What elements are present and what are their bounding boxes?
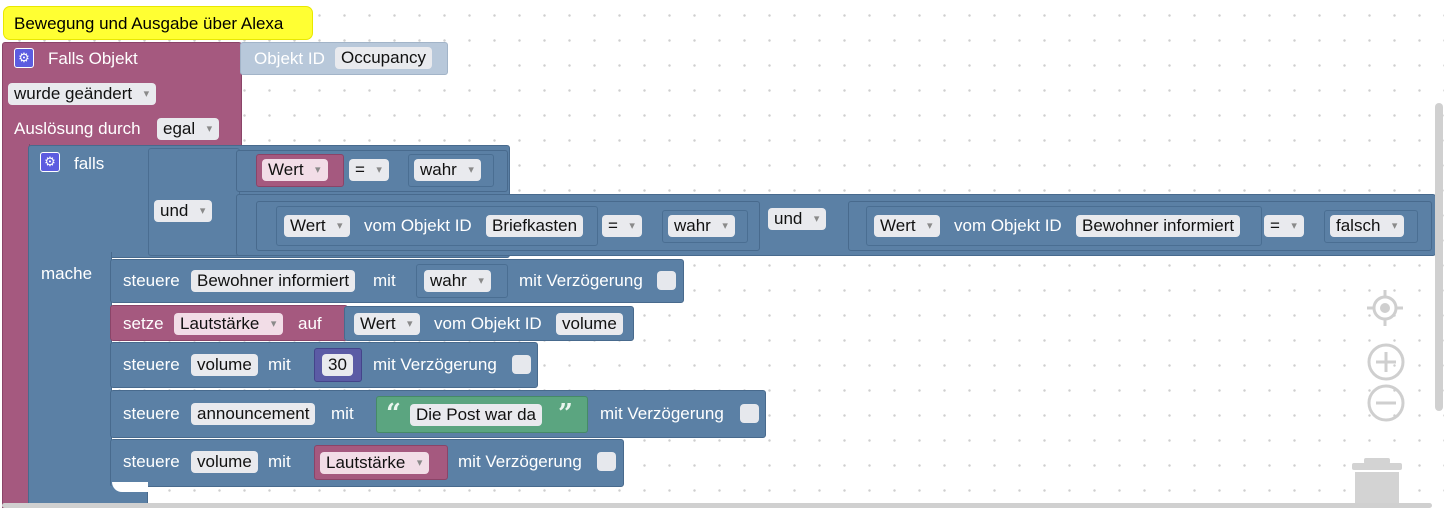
gear-icon[interactable]: ⚙ [14, 48, 34, 68]
delay-checkbox-4[interactable] [597, 452, 616, 471]
if-block-left-arm [28, 252, 112, 508]
object-field-3[interactable]: Bewohner informiert [1076, 215, 1241, 237]
zoom-in-icon[interactable] [1366, 342, 1406, 382]
if-block-inner-corner [112, 482, 148, 492]
with-label-2: mit [268, 355, 291, 374]
vertical-scrollbar[interactable] [1435, 103, 1443, 411]
trigger-block-left-arm [2, 144, 30, 508]
control-object-field-4[interactable]: volume [191, 451, 258, 473]
gear-icon[interactable]: ⚙ [40, 152, 60, 172]
delay-checkbox-2[interactable] [512, 355, 531, 374]
object-field-4[interactable]: volume [556, 313, 623, 335]
value-dropdown-4[interactable]: Wert [354, 313, 420, 335]
to-label: auf [298, 314, 322, 333]
delay-label-3: mit Verzögerung [600, 404, 724, 423]
of-object-label-3: vom Objekt ID [954, 216, 1062, 235]
operator-dropdown-1[interactable]: = [349, 159, 389, 181]
control-label-3: steuere [123, 404, 180, 423]
set-variable-block[interactable] [110, 305, 348, 341]
value-dropdown-3[interactable]: Wert [874, 215, 940, 237]
boolean-dropdown-1[interactable]: wahr [414, 159, 481, 181]
delay-label-2: mit Verzögerung [373, 355, 497, 374]
control-object-field-2[interactable]: volume [191, 354, 258, 376]
value-dropdown-1[interactable]: Wert [262, 159, 328, 181]
with-label-4: mit [268, 452, 291, 471]
operator-dropdown-3[interactable]: = [1264, 215, 1304, 237]
comment-bubble[interactable]: Bewegung und Ausgabe über Alexa [3, 6, 313, 40]
variable-get-dropdown[interactable]: Lautstärke [320, 452, 430, 474]
trigger-mode-dropdown[interactable]: egal [157, 118, 220, 140]
number-field[interactable]: 30 [322, 354, 353, 376]
trigger-mode-label: Auslösung durch [14, 119, 141, 138]
delay-checkbox-3[interactable] [740, 404, 759, 423]
crosshair-icon[interactable] [1367, 290, 1403, 326]
and-dropdown[interactable]: und [154, 200, 213, 222]
set-label: setze [123, 314, 164, 333]
operator-dropdown-2[interactable]: = [602, 215, 642, 237]
delay-label-4: mit Verzögerung [458, 452, 582, 471]
change-type-dropdown[interactable]: wurde geändert [8, 83, 157, 105]
object-field-2[interactable]: Briefkasten [486, 215, 584, 237]
control-label-2: steuere [123, 355, 180, 374]
delay-label-1: mit Verzögerung [519, 271, 643, 290]
object-id-label: Objekt ID [254, 49, 325, 68]
with-label-3: mit [331, 404, 354, 423]
text-field[interactable]: Die Post war da [410, 404, 542, 426]
if-label: falls [74, 154, 105, 173]
of-object-label-2: vom Objekt ID [364, 216, 472, 235]
boolean-dropdown-3[interactable]: falsch [1330, 215, 1405, 237]
close-quote-icon: ” [558, 399, 573, 429]
and-dropdown-2[interactable]: und [768, 208, 827, 230]
of-object-label-4: vom Objekt ID [434, 314, 542, 333]
trigger-label: Falls Objekt [48, 49, 138, 68]
zoom-out-icon[interactable] [1366, 383, 1406, 423]
boolean-dropdown-2[interactable]: wahr [668, 215, 735, 237]
variable-dropdown[interactable]: Lautstärke [174, 313, 284, 335]
boolean-dropdown-4[interactable]: wahr [424, 270, 491, 292]
open-quote-icon: “ [386, 399, 401, 429]
do-label: mache [41, 264, 93, 283]
control-object-field-1[interactable]: Bewohner informiert [191, 270, 356, 292]
trash-icon[interactable] [1350, 456, 1404, 508]
control-label-1: steuere [123, 271, 180, 290]
horizontal-scrollbar[interactable] [2, 503, 1432, 508]
control-label-4: steuere [123, 452, 180, 471]
comment-text: Bewegung und Ausgabe über Alexa [14, 14, 284, 33]
value-dropdown-2[interactable]: Wert [284, 215, 350, 237]
object-id-field[interactable]: Occupancy [335, 47, 433, 69]
delay-checkbox-1[interactable] [657, 271, 676, 290]
control-object-field-3[interactable]: announcement [191, 403, 316, 425]
with-label-1: mit [373, 271, 396, 290]
